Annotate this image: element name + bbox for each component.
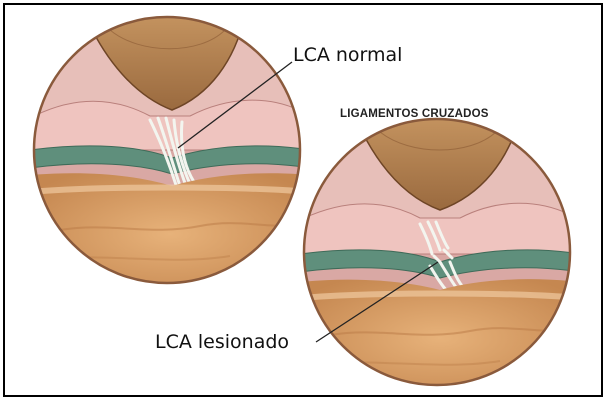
label-lca-normal: LCA normal	[293, 44, 402, 66]
figure-title: LIGAMENTOS CRUZADOS	[340, 108, 489, 120]
label-lca-injured: LCA lesionado	[155, 331, 289, 353]
